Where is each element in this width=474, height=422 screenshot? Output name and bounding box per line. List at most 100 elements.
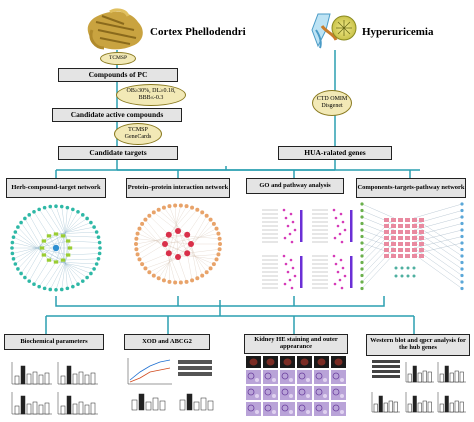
wb-bar [427, 371, 432, 383]
ctp-edge [413, 235, 463, 270]
pathway-node [460, 247, 464, 252]
target-node [59, 204, 64, 209]
ppi-edge [177, 209, 198, 232]
target-node [391, 230, 396, 234]
target-node [10, 246, 14, 250]
ppi-node [135, 231, 140, 236]
glomerulus [281, 372, 289, 380]
xod-bar [159, 400, 166, 411]
bar [32, 401, 38, 415]
go-dot [282, 208, 286, 212]
network-edge [61, 240, 69, 290]
component-node [360, 202, 364, 206]
target-node [71, 207, 75, 212]
components-targets-pathway-network [360, 202, 464, 291]
abcg2-bar [179, 399, 186, 411]
go-dot [290, 240, 294, 244]
ppi-edge [139, 228, 179, 258]
go-colorbar [350, 210, 353, 242]
ctp-extra-node [406, 266, 410, 270]
component-node [360, 221, 364, 226]
ctp-edge [361, 217, 395, 250]
ctp-edge [361, 229, 395, 263]
tubule [340, 410, 344, 414]
target-node [23, 275, 27, 280]
target-node [54, 288, 58, 292]
ppi-node [167, 204, 172, 209]
compounds-of-pc-box: Compounds of PC [58, 68, 178, 82]
compound-node [65, 253, 71, 257]
wb-bar [388, 400, 393, 413]
ctp-extra-node [394, 274, 398, 278]
ppi-edge [153, 243, 192, 276]
go-dot [282, 254, 286, 258]
xod-bar [131, 399, 138, 411]
ppi-node [140, 262, 145, 267]
glomerulus [315, 404, 323, 412]
go-dot [336, 224, 340, 228]
wb-bar [407, 373, 412, 383]
component-node [360, 241, 364, 245]
target-node [96, 257, 101, 261]
ppi-node [173, 203, 178, 208]
ppi-node [156, 207, 161, 212]
target-node [412, 242, 417, 246]
biochemical-bar-charts [11, 362, 98, 415]
target-node [11, 235, 16, 239]
tubule [323, 394, 327, 398]
target-node [65, 286, 70, 291]
ppi-node [184, 279, 189, 284]
tubule [323, 410, 327, 414]
ppi-node [216, 231, 221, 236]
target-node [27, 213, 32, 217]
tcmsp-db-oval: TCMSP [100, 52, 136, 65]
ppi-edge [142, 223, 169, 254]
target-node [32, 282, 36, 286]
wb-band [372, 370, 400, 373]
target-node [71, 284, 75, 289]
compound-node [60, 234, 66, 238]
target-node [96, 235, 101, 239]
blot-band [178, 360, 212, 364]
target-node [419, 248, 424, 252]
ppi-edge [187, 212, 203, 235]
bar [44, 372, 50, 385]
component-node [360, 267, 364, 271]
wb-bar [417, 402, 422, 413]
ctp-edge [361, 247, 395, 283]
go-dot [343, 274, 347, 278]
target-node [384, 248, 389, 252]
ctp-edge [361, 210, 395, 225]
ctp-edge [361, 235, 395, 270]
network-edge [68, 240, 100, 243]
glomerulus [298, 404, 306, 412]
wb-bar [422, 400, 427, 413]
candidate-active-compounds-box: Candidate active compounds [52, 108, 182, 122]
ppi-node [200, 210, 205, 215]
ppi-edge [163, 230, 179, 281]
ppi-node [211, 262, 216, 267]
ppi-edge [135, 234, 188, 245]
ctp-extra-node [400, 266, 404, 270]
glomerulus [264, 404, 272, 412]
ppi-edge [139, 243, 166, 260]
wb-bar [393, 401, 398, 413]
go-dot [293, 228, 297, 232]
panel-title-biochemical: Biochemical parameters [4, 334, 104, 350]
wb-bar [444, 395, 449, 413]
xod-curve [129, 367, 171, 383]
target-node [27, 279, 32, 283]
ppi-node [156, 276, 161, 281]
ppi-node [178, 280, 183, 285]
go-dot [286, 270, 290, 274]
go-dot [334, 262, 338, 266]
ppi-edge [149, 215, 169, 235]
go-dot [290, 286, 294, 290]
tubule [289, 394, 293, 398]
tubule [272, 410, 276, 414]
target-node [80, 279, 85, 283]
go-dot [283, 236, 287, 240]
component-node [360, 215, 364, 219]
admet-filter-oval: OB≥30%, DL≥0.18, BBB≤-0.3 [116, 84, 186, 106]
